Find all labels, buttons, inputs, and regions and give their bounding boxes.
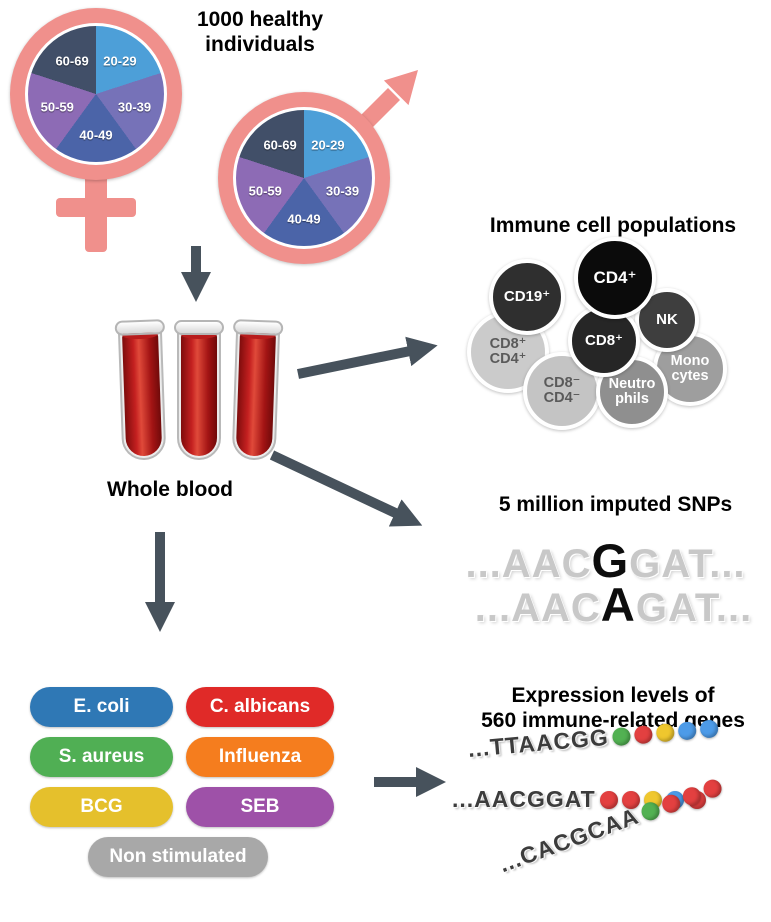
blood-tube bbox=[231, 319, 284, 461]
female-ring: 20-29 30-39 40-49 50-59 60-69 bbox=[10, 8, 182, 180]
tube-rim bbox=[174, 320, 224, 335]
cell-neutrophils: Neutro phils bbox=[596, 356, 668, 428]
snp-seq-post: GAT... bbox=[635, 586, 753, 630]
snp-variant-letter: A bbox=[600, 579, 636, 632]
expression-dot bbox=[633, 724, 654, 744]
stimulus-seb: SEB bbox=[186, 787, 334, 827]
cohort-title: 1000 healthy individuals bbox=[196, 8, 324, 56]
tube-rim bbox=[232, 319, 284, 336]
stimulus-s-aureus: S. aureus bbox=[30, 737, 173, 777]
age-label: 50-59 bbox=[40, 99, 74, 114]
male-ring: 20-29 30-39 40-49 50-59 60-69 bbox=[218, 92, 390, 264]
expression-dot bbox=[621, 790, 640, 809]
age-label: 20-29 bbox=[311, 137, 345, 153]
age-label: 40-49 bbox=[287, 211, 321, 227]
age-label: 50-59 bbox=[248, 183, 282, 198]
blood-tube bbox=[174, 320, 224, 460]
age-label: 30-39 bbox=[117, 99, 152, 114]
tube-blood bbox=[181, 330, 217, 456]
blood-tube bbox=[114, 319, 167, 461]
cell-cd19pos: CD19⁺ bbox=[489, 259, 565, 335]
expression-dot bbox=[638, 799, 662, 823]
stimulus-influenza: Influenza bbox=[186, 737, 334, 777]
female-age-pie: 20-29 30-39 40-49 50-59 60-69 bbox=[25, 23, 167, 165]
expression-dot bbox=[700, 776, 724, 800]
tube-rim bbox=[114, 319, 166, 336]
expression-sequence-text: ...AACGGAT bbox=[452, 786, 596, 812]
expression-dot bbox=[677, 720, 698, 741]
cell-cd4pos: CD4⁺ bbox=[574, 237, 656, 319]
snp-variant-letter: G bbox=[591, 535, 630, 588]
expression-sequence: ...AACGGAT bbox=[452, 786, 706, 813]
snp-seq-pre: ...AAC bbox=[465, 542, 592, 586]
expression-sequence-text: ...CACGCAA bbox=[495, 802, 643, 878]
snp-sequence: ...AACAGAT... bbox=[448, 578, 771, 633]
tube-blood bbox=[235, 333, 276, 457]
snp-seq-pre: ...AAC bbox=[474, 586, 601, 630]
expression-dot bbox=[599, 790, 618, 809]
arrow-blood-to-snps bbox=[269, 450, 423, 527]
stimulus-bcg: BCG bbox=[30, 787, 173, 827]
expression-dot bbox=[611, 726, 632, 746]
expression-dot bbox=[659, 791, 683, 815]
stimulus-e-coli: E. coli bbox=[30, 687, 173, 727]
age-label: 20-29 bbox=[103, 53, 137, 69]
cell-nk: NK bbox=[635, 288, 699, 352]
whole-blood-label: Whole blood bbox=[107, 478, 233, 501]
snp-seq-post: GAT... bbox=[629, 542, 746, 586]
male-age-pie: 20-29 30-39 40-49 50-59 60-69 bbox=[233, 107, 375, 249]
arrow-blood-to-cells bbox=[296, 336, 438, 379]
immune-cells-title: Immune cell populations bbox=[489, 214, 737, 237]
tube-blood bbox=[122, 333, 163, 457]
age-label: 30-39 bbox=[325, 183, 360, 198]
expression-dot bbox=[679, 784, 703, 808]
male-symbol: 20-29 30-39 40-49 50-59 60-69 bbox=[218, 70, 418, 264]
age-label: 60-69 bbox=[263, 137, 297, 153]
age-label: 40-49 bbox=[79, 127, 113, 143]
snps-title: 5 million imputed SNPs bbox=[498, 493, 733, 516]
female-symbol: 20-29 30-39 40-49 50-59 60-69 bbox=[10, 8, 182, 258]
expression-dot bbox=[655, 722, 676, 742]
snp-sequence: ...AACGGAT... bbox=[440, 534, 771, 589]
stimulus-c-albicans: C. albicans bbox=[186, 687, 334, 727]
expression-dot bbox=[699, 718, 720, 739]
age-label: 60-69 bbox=[55, 53, 89, 69]
stimulus-non-stimulated: Non stimulated bbox=[88, 837, 268, 877]
female-symbol-crossbar bbox=[56, 198, 136, 217]
